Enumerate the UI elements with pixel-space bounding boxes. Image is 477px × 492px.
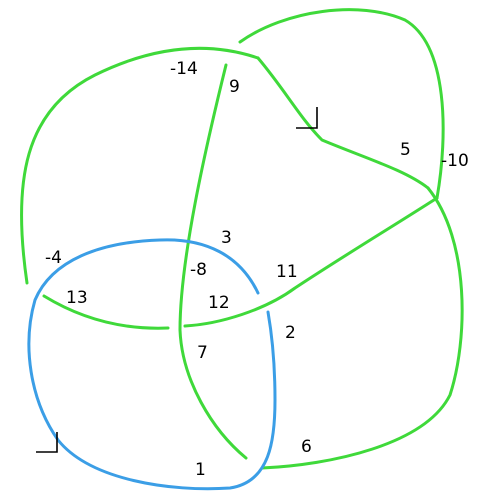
blue-strand-loop — [27, 238, 277, 491]
label-13: 13 — [66, 288, 88, 308]
label-neg4: -4 — [45, 248, 62, 268]
label-5: 5 — [400, 140, 411, 160]
green-strand-top-left-arc — [19, 46, 260, 285]
label-neg10: -10 — [441, 151, 469, 171]
label-2: 2 — [285, 323, 296, 343]
green-strand-diagonal-center — [183, 196, 439, 328]
label-9: 9 — [229, 77, 240, 97]
label-neg14: -14 — [170, 59, 198, 79]
label-11: 11 — [276, 262, 298, 282]
green-strand-vertical-over — [178, 63, 248, 460]
label-3: 3 — [221, 228, 232, 248]
green-strand-top-right-loop — [238, 8, 445, 200]
basepoint-marker-lower — [36, 432, 58, 453]
label-neg8: -8 — [190, 260, 207, 280]
basepoint-marker-upper — [296, 107, 318, 129]
label-1: 1 — [195, 460, 206, 480]
green-strand-right-lower-loop — [260, 186, 464, 470]
green-strand-inner-to-right — [256, 56, 430, 190]
label-6: 6 — [301, 437, 312, 457]
label-12: 12 — [208, 293, 230, 313]
label-7: 7 — [197, 343, 208, 363]
green-strand-left-inner — [42, 294, 170, 330]
